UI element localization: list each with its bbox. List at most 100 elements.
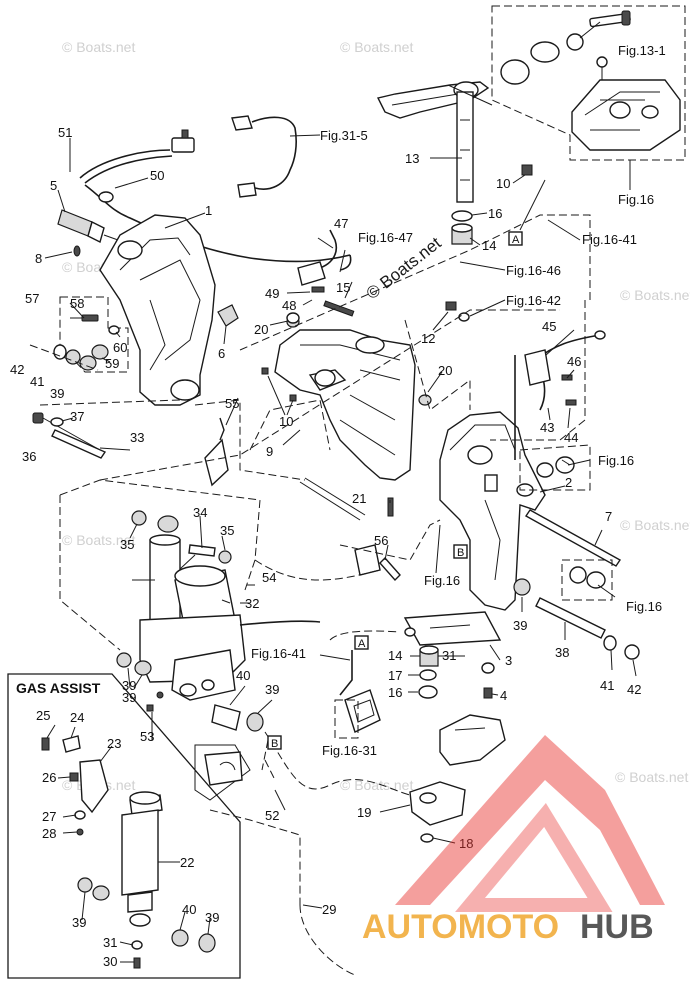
watermark: © Boats.net	[615, 769, 688, 785]
part-number: 39	[122, 678, 136, 693]
part-number: 13	[405, 151, 419, 166]
part-6	[217, 304, 239, 327]
part-number: 20	[254, 322, 268, 337]
part-number: 10	[279, 414, 293, 429]
part-number: 39	[72, 915, 86, 930]
part-number: 19	[357, 805, 371, 820]
fig16-47-ref: Fig.16-47	[358, 230, 413, 245]
part-number: 4	[500, 688, 507, 703]
gas-assist-title: GAS ASSIST	[16, 680, 101, 696]
bolt-33	[32, 399, 181, 459]
part-number: 41	[30, 374, 44, 389]
marker-a: A	[358, 638, 366, 650]
part-number: 2	[565, 475, 572, 490]
part-number: 26	[42, 770, 56, 785]
part-number: 40	[182, 902, 196, 917]
marker-b: B	[271, 738, 278, 750]
logo-text-part2: HUB	[580, 908, 654, 946]
part-number: 40	[236, 668, 250, 683]
part-number: 53	[140, 729, 154, 744]
part-number: 30	[103, 954, 117, 969]
sensor-5	[57, 209, 119, 257]
part-number: 57	[25, 291, 39, 306]
part-number: 17	[388, 668, 402, 683]
part-number: 55	[225, 396, 239, 411]
part-number: 43	[540, 420, 554, 435]
part-number: 32	[245, 596, 259, 611]
part-number: 39	[122, 690, 136, 705]
part-number: 31	[103, 935, 117, 950]
part-number: 48	[282, 298, 296, 313]
marker-b: B	[457, 547, 464, 559]
clamp-bracket-left	[99, 214, 216, 406]
part-number: 58	[70, 296, 84, 311]
logo-text-part1: AUTOMOTO	[362, 908, 559, 946]
shaft-38	[535, 597, 606, 639]
fig16-42-ref: Fig.16-42	[506, 293, 561, 308]
part-number: 12	[421, 331, 435, 346]
fig16-41-ref-lower: Fig.16-41	[251, 646, 306, 661]
part-number: 41	[600, 678, 614, 693]
part-number: 14	[388, 648, 402, 663]
part-number: 56	[374, 533, 388, 548]
anode-3	[403, 611, 502, 646]
part-number: 52	[265, 808, 279, 823]
clamp-bracket-right	[439, 411, 546, 611]
part-number: 14	[482, 238, 496, 253]
watermark: © Boats.net	[340, 777, 413, 793]
wire-45	[514, 330, 606, 460]
part-number: 21	[352, 491, 366, 506]
part-number: 60	[113, 340, 127, 355]
part-number: 44	[564, 430, 578, 445]
fig16-ref-right: Fig.16	[598, 453, 634, 468]
part-number: 22	[180, 855, 194, 870]
part-number: 34	[193, 505, 207, 520]
part-number: 9	[266, 444, 273, 459]
part-20b	[418, 394, 432, 406]
part-number: 25	[36, 708, 50, 723]
part-number: 31	[442, 648, 456, 663]
part-number: 27	[42, 809, 56, 824]
part-number: 37	[70, 409, 84, 424]
watermark: © Boats.net	[340, 39, 413, 55]
part-number: 3	[505, 653, 512, 668]
part-number: 8	[35, 251, 42, 266]
part-number: 29	[322, 902, 336, 917]
part-number: 6	[218, 346, 225, 361]
part-number: 49	[265, 286, 279, 301]
part-number: 59	[105, 356, 119, 371]
steering-arm	[376, 81, 493, 203]
trim-motor	[139, 534, 321, 701]
fig16-ref-top: Fig.16	[618, 192, 654, 207]
boxed-markers: A A B B	[267, 231, 523, 750]
part-number: 28	[42, 826, 56, 841]
fig13-1-ref: Fig.13-1	[618, 43, 666, 58]
part-number: 39	[265, 682, 279, 697]
routing-lines	[59, 214, 591, 976]
fig16-41-ref: Fig.16-41	[582, 232, 637, 247]
part-number: 16	[388, 685, 402, 700]
lower-bracket	[439, 714, 506, 766]
fig31-5-ref: Fig.31-5	[320, 128, 368, 143]
washer-16	[451, 210, 473, 222]
part-number: 35	[220, 523, 234, 538]
part-number: 51	[58, 125, 72, 140]
part-number: 20	[438, 363, 452, 378]
fig16-46-ref: Fig.16-46	[506, 263, 561, 278]
automotohub-logo: AUTOMOTO HUB	[362, 735, 665, 946]
part-number: 39	[205, 910, 219, 925]
part-number: 33	[130, 430, 144, 445]
part-numbers: 51 50 5 1 8 57 58 60 59 42 41 39 6 13 16…	[10, 125, 641, 969]
rod-7	[524, 509, 622, 567]
part-number: 15	[336, 280, 350, 295]
watermark: © Boats.net	[62, 39, 135, 55]
part-number: 46	[567, 354, 581, 369]
steering-inset: Fig.13-1	[491, 5, 686, 161]
leader-lines	[44, 134, 637, 963]
part-number: 16	[488, 206, 502, 221]
part-number: 47	[334, 216, 348, 231]
part-number: 10	[496, 176, 510, 191]
marker-a: A	[512, 234, 520, 246]
swivel-bracket	[274, 329, 416, 481]
